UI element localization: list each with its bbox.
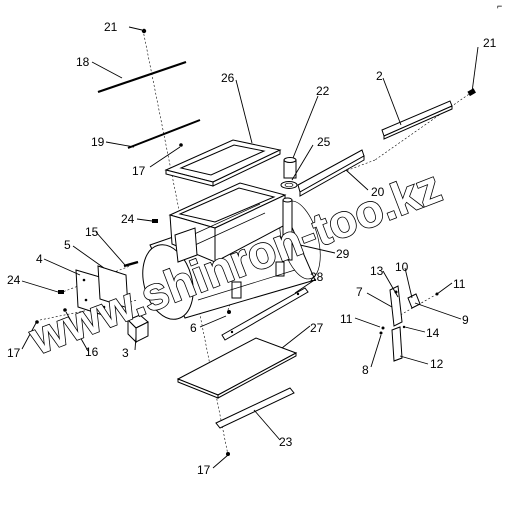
part-19-rod xyxy=(127,119,201,149)
part-3-block xyxy=(127,314,149,344)
callout-5: 5 xyxy=(64,238,71,252)
callout-17-bottom: 17 xyxy=(197,463,211,477)
part-24-screw-upper xyxy=(152,219,158,223)
callout-14: 14 xyxy=(426,326,440,340)
part-21-screw-top xyxy=(141,28,147,34)
callout-3: 3 xyxy=(122,346,129,360)
callout-18: 18 xyxy=(76,55,90,69)
part-5-side-plate xyxy=(97,265,129,309)
callout-13: 13 xyxy=(370,264,384,278)
callout-10: 10 xyxy=(395,260,409,274)
part-17-screw-left xyxy=(35,320,39,324)
latch-subassembly xyxy=(379,285,439,362)
callout-24-upper: 24 xyxy=(121,212,135,226)
part-27-bottom-plate xyxy=(176,337,298,399)
part-18-rod xyxy=(97,60,187,95)
callout-labels: 21 18 26 2 21 22 19 25 17 20 24 15 29 5 … xyxy=(7,20,497,477)
callout-15: 15 xyxy=(85,225,99,239)
leader-lines xyxy=(21,26,479,469)
main-housing xyxy=(142,182,321,320)
callout-25: 25 xyxy=(317,135,331,149)
part-28-bar xyxy=(221,287,309,341)
callout-20: 20 xyxy=(371,185,385,199)
callout-19: 19 xyxy=(91,135,105,149)
part-25-ring xyxy=(280,181,298,189)
callout-8: 8 xyxy=(362,363,369,377)
callout-11-left: 11 xyxy=(340,312,353,326)
part-17-screw-upper xyxy=(179,143,183,147)
part-23-strip xyxy=(215,387,295,429)
callout-26: 26 xyxy=(221,71,235,85)
part-22-bushing xyxy=(283,157,297,179)
part-16-washer xyxy=(63,308,67,312)
callout-22: 22 xyxy=(316,84,330,98)
callout-12: 12 xyxy=(430,357,444,371)
callout-28: 28 xyxy=(310,270,324,284)
callout-17-upper: 17 xyxy=(132,164,146,178)
part-2-angle-bar xyxy=(381,100,453,140)
callout-11-right: 11 xyxy=(453,277,466,291)
callout-2: 2 xyxy=(376,69,383,83)
callout-17-left: 17 xyxy=(7,346,21,360)
part-6-screw xyxy=(227,310,231,314)
callout-29: 29 xyxy=(336,247,350,261)
callout-27: 27 xyxy=(310,321,324,335)
part-26-flange-frame xyxy=(164,139,282,187)
callout-21-top: 21 xyxy=(104,20,118,34)
part-20-angle-bar xyxy=(297,149,365,197)
callout-6: 6 xyxy=(190,321,197,335)
part-17-screw-lower xyxy=(226,452,230,456)
callout-24-lower: 24 xyxy=(7,273,21,287)
callout-23: 23 xyxy=(279,435,293,449)
callout-9: 9 xyxy=(462,313,469,327)
corner-mark: ⌐ xyxy=(497,1,502,11)
part-15-bolt xyxy=(123,260,139,268)
callout-7: 7 xyxy=(356,285,363,299)
callout-4: 4 xyxy=(36,252,43,266)
part-24-screw-lower xyxy=(58,290,64,294)
callout-21-right: 21 xyxy=(483,36,497,50)
part-21-screw-right xyxy=(467,88,476,97)
callout-16: 16 xyxy=(85,345,99,359)
